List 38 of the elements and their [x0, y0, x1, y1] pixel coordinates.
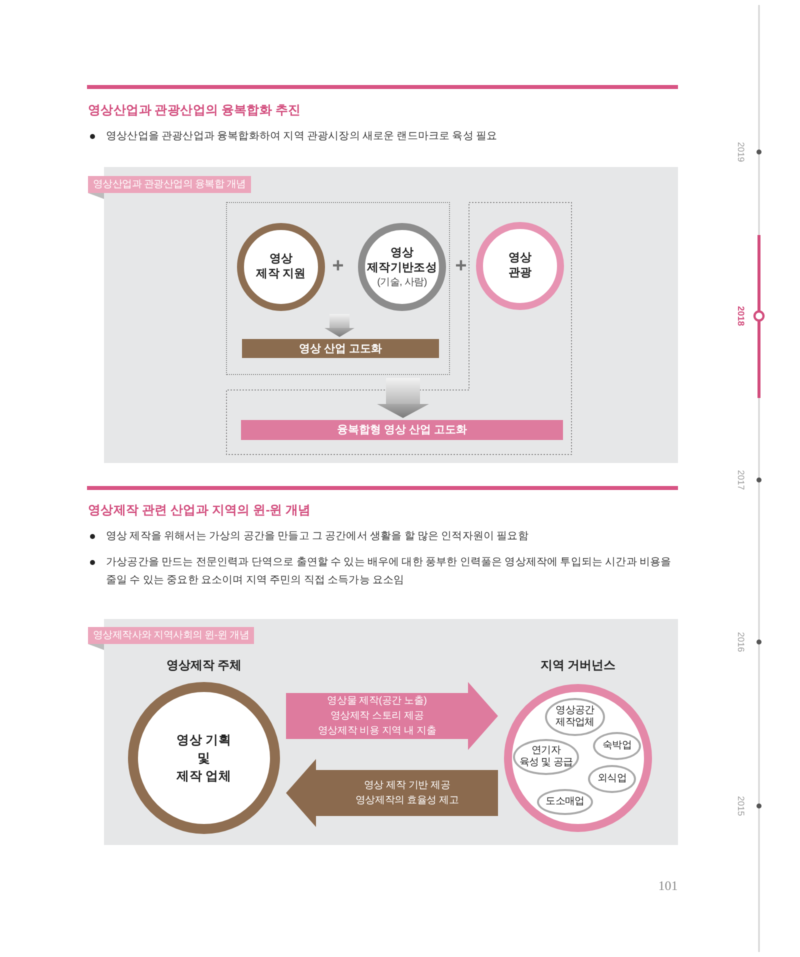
circle-label: 영상 관광 [508, 251, 532, 281]
result-bar [242, 339, 439, 358]
year-label: 2019 [736, 142, 746, 162]
result-bar [241, 420, 563, 440]
oval-label: 도소매업 [546, 796, 584, 808]
plus-sign: + [455, 256, 467, 276]
bullet-text: 영상 제작을 위해서는 가상의 공간을 만들고 그 공간에서 생활을 할 많은 인적자원이 필요함 [106, 529, 530, 544]
bullet-text: 영상산업을 관광산업과 융복합화하여 지역 관광시장의 새로운 랜드마크로 육성 필요 [106, 129, 498, 144]
block-arrow [286, 759, 498, 827]
down-arrow [377, 378, 429, 418]
oval-label: 연기자 육성 및 공급 [519, 745, 573, 769]
section-heading: 영상제작 관련 산업과 지역의 윈-윈 개념 [88, 502, 311, 519]
year-label: 2016 [736, 632, 746, 652]
year-label: 2015 [736, 796, 746, 816]
plus-sign: + [332, 256, 344, 276]
panel-tag: 영상산업과 관광산업의 융복합 개념 [88, 176, 251, 193]
page-number: 101 [658, 878, 678, 894]
year-label: 2018 [736, 306, 746, 326]
circle-label: 영상 제작 지원 [256, 252, 306, 282]
bar-label: 융복합형 영상 산업 고도화 [336, 423, 468, 437]
dashed-group-outline [226, 202, 450, 375]
oval-label: 숙박업 [602, 740, 632, 752]
year-label: 2017 [736, 470, 746, 490]
oval-label: 외식업 [597, 773, 627, 785]
circle-sublabel: (기술, 사람) [377, 276, 427, 288]
bar-label: 영상 산업 고도화 [298, 342, 382, 356]
oval-label: 영상공간 제작업체 [556, 705, 594, 729]
section-heading: 영상산업과 관광산업의 융복합화 추진 [88, 102, 301, 119]
bullet-text: 가상공간을 만드는 전문인력과 단역으로 출연할 수 있는 배우에 대한 풍부한 인력풀은 영상제작에 투입되는 시간과 비용을 줄일 수 있는 중요한 요소이며 지역 주민의 직접 소득가능 요소임 [106, 555, 672, 588]
edge-label: 영상 제작 기반 제공 영상제작의 효율성 제고 [355, 779, 459, 808]
group-heading: 영상제작 주체 [165, 657, 243, 674]
edge-label: 영상물 제작(공간 노출) 영상제작 스토리 제공 영상제작 비용 지역 내 지출 [318, 694, 436, 738]
block-arrow [286, 682, 498, 750]
circle-label: 영상 기획 및 제작 업체 [176, 732, 232, 785]
panel-tag: 영상제작사와 지역사회의 윈-윈 개념 [88, 627, 254, 644]
down-arrow [324, 314, 354, 337]
circle-label: 영상 제작기반조성 [366, 246, 438, 276]
group-heading: 지역 거버넌스 [539, 657, 617, 674]
